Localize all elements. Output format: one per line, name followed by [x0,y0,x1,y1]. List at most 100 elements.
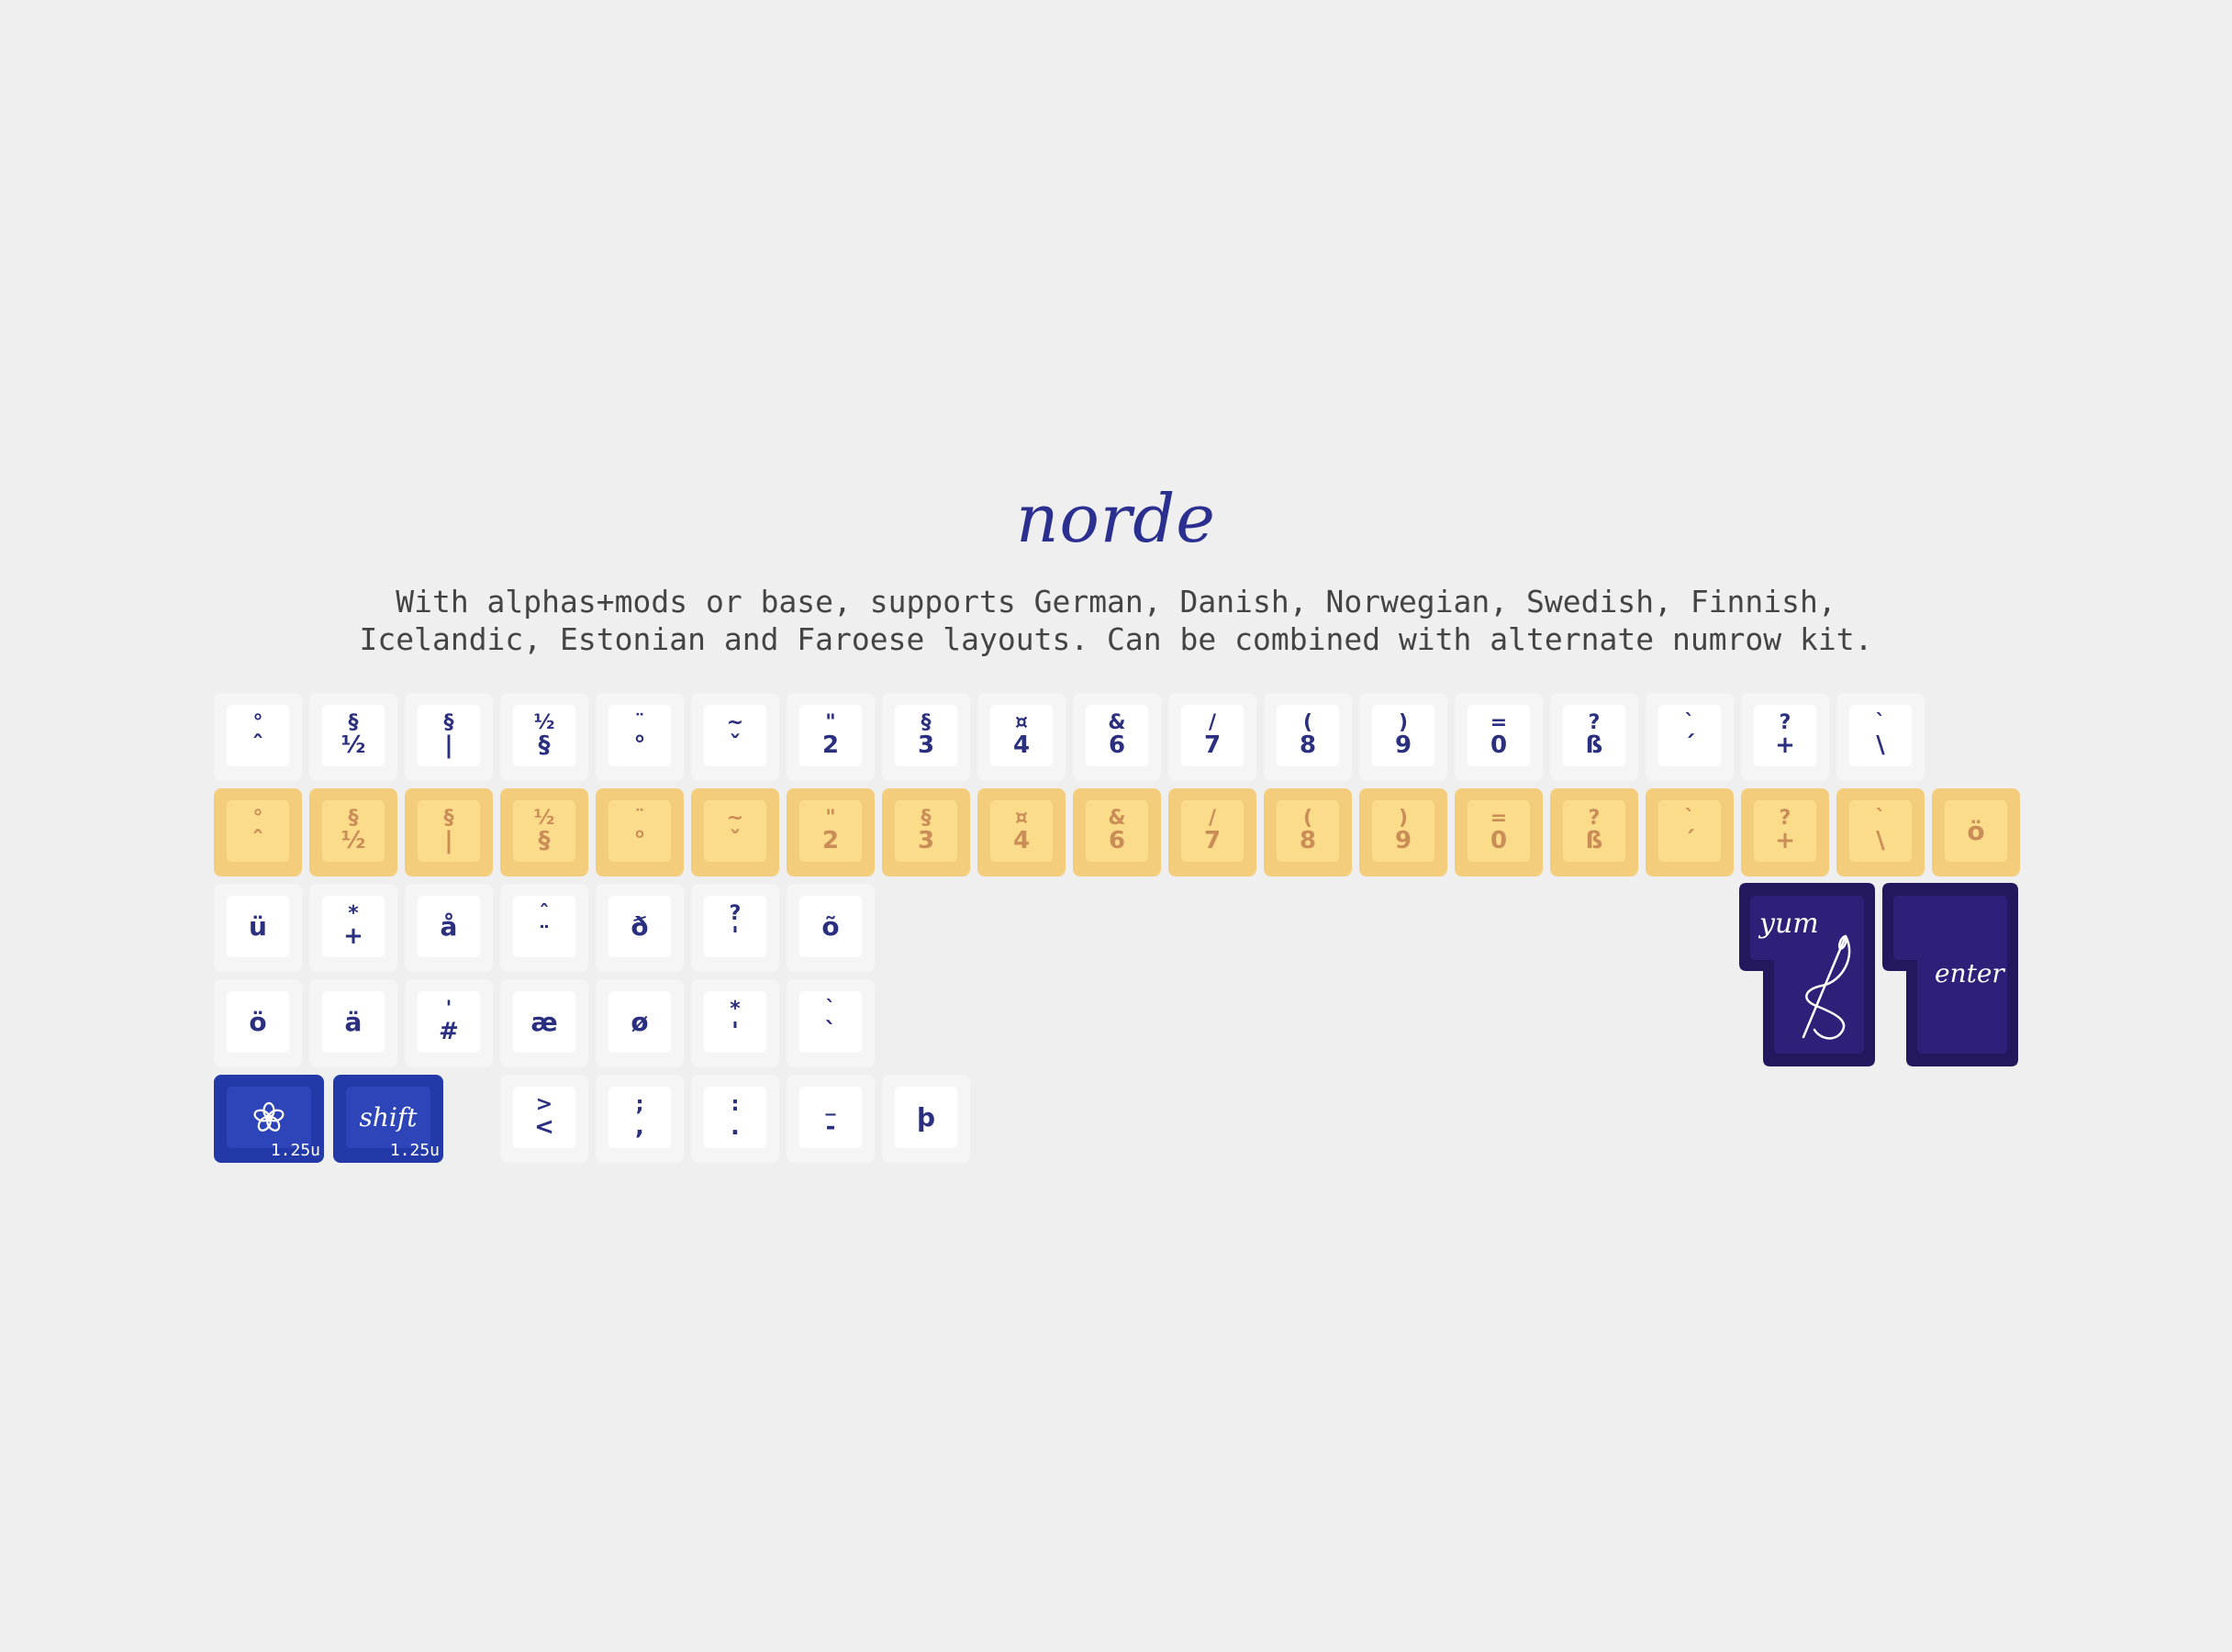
keycap-legend-shifted: ~ [726,711,744,735]
keycap-top: æ [513,991,575,1053]
shift-keytop: shift [346,1087,430,1148]
keycap-legend-shifted: ¤ [1015,711,1028,735]
keycap: ?ß [1550,693,1638,781]
keycap-top: ~ˇ [704,705,766,766]
keycap-legend-shifted: ¤ [1015,807,1028,831]
keycap-legend-shifted: : [731,1093,740,1117]
keycap-legend: æ [530,1006,558,1037]
keycap-legend-base: 6 [1108,731,1126,760]
keycap-top: >< [513,1087,575,1148]
keycap-top: )9 [1372,705,1434,766]
keycap: :. [691,1075,779,1163]
keycap-legend-shifted: = [1490,711,1508,735]
keycap: ~ˇ [691,693,779,781]
keycap-top: ;, [608,1087,671,1148]
keycap-legend-base: + [343,922,363,951]
keycap-top: "2 [799,800,862,862]
keycap: ¤4 [977,788,1066,876]
keycap-legend-base: . [731,1113,740,1142]
keycap-legend-base: 6 [1108,827,1126,855]
keycap: §½ [309,788,397,876]
keycap-legend: þ [916,1101,936,1133]
keycap-top: ½§ [513,800,575,862]
keycap: )9 [1359,693,1447,781]
keycap: `\ [1836,788,1925,876]
description-line-2: Icelandic, Estonian and Faroese layouts.… [359,621,1873,657]
keycap: )9 [1359,788,1447,876]
keycap-legend-base: 7 [1203,827,1222,855]
keycap: `´ [1646,788,1734,876]
keycap: ¤4 [977,693,1066,781]
keycap-legend-base: 4 [1012,827,1031,855]
keycap-legend-shifted: ` [1875,711,1886,735]
keycap: /7 [1168,788,1256,876]
keycap: "2 [787,788,875,876]
enter-label: enter [1935,958,2004,988]
keycap-legend-shifted: § [443,711,454,735]
size-badge: 1.25u [270,1141,320,1160]
keycap-legend-base: 0 [1490,827,1508,855]
keycap-legend-base: ´ [1683,827,1696,855]
keycap: ½§ [500,693,588,781]
keycap-legend-base: \ [1876,731,1885,760]
keycap-top: ?ß [1563,705,1625,766]
keycap-legend-base: \ [1876,827,1885,855]
keycap: æ [500,979,588,1067]
keycap-top: =0 [1468,705,1530,766]
flower-modifier-keytop [227,1087,311,1148]
keycap-legend-base: ½ [340,827,366,855]
keycap: §3 [882,693,970,781]
keycap-legend-shifted: ? [1779,807,1791,831]
keycap: ;, [596,1075,684,1163]
keycap-legend-shifted: ) [1398,807,1409,831]
keycap-top: ½§ [513,705,575,766]
keycap-legend-base: - [825,1113,836,1142]
keycap-top: ø [608,991,671,1053]
keycap: ö [214,979,302,1067]
keycap-legend-shifted: / [1208,807,1217,831]
shift-label: shift [359,1101,418,1133]
keycap-top: &6 [1086,800,1148,862]
keycap-top: §3 [895,705,957,766]
keycap-top: §| [418,800,480,862]
keycap-legend-base: § [538,731,551,760]
keycap-legend-base: 8 [1299,827,1317,855]
keycap-top: `\ [1849,800,1912,862]
keycap-legend-base: ´ [1683,731,1696,760]
keycap-legend-shifted: ' [445,998,452,1021]
keycap: &6 [1073,693,1161,781]
keycap: >< [500,1075,588,1163]
keycap-legend-shifted: ` [1684,807,1695,831]
keycap-legend-shifted: § [921,711,932,735]
keycap-legend-base: ' [731,1018,739,1046]
keycap-top: ä [322,991,385,1053]
keycap-legend-shifted: = [1490,807,1508,831]
keycap-legend-shifted: ° [252,711,263,735]
keycap-legend: å [440,910,458,942]
keycap: ¨° [596,788,684,876]
keycap-legend-base: 4 [1012,731,1031,760]
keycap-legend-shifted: ¨ [634,807,645,831]
keycap: õ [787,884,875,972]
keycap-legend-base: ` [824,1018,837,1046]
keycap-legend: õ [821,910,840,942]
keycap-legend: ö [1967,815,1985,846]
keycap-legend-shifted: ¨ [634,711,645,735]
keycap-top: *' [704,991,766,1053]
keycap: §| [405,693,493,781]
keycap: °ˆ [214,693,302,781]
page-title: norde [1016,480,1216,557]
keycap-top: )9 [1372,800,1434,862]
keycap: å [405,884,493,972]
keycap-legend-shifted: ½ [533,711,555,735]
description-line-1: With alphas+mods or base, supports Germa… [396,584,1836,620]
keycap: ?' [691,884,779,972]
keycap-legend-shifted: § [921,807,932,831]
keycap: `\ [1836,693,1925,781]
keycap-legend-base: ˇ [729,827,742,855]
keycap-legend-base: < [534,1113,554,1142]
keycap-top: ¨° [608,705,671,766]
keycap-legend-base: ' [731,922,739,951]
keycap-top: :. [704,1087,766,1148]
keycap-top: *+ [322,896,385,957]
